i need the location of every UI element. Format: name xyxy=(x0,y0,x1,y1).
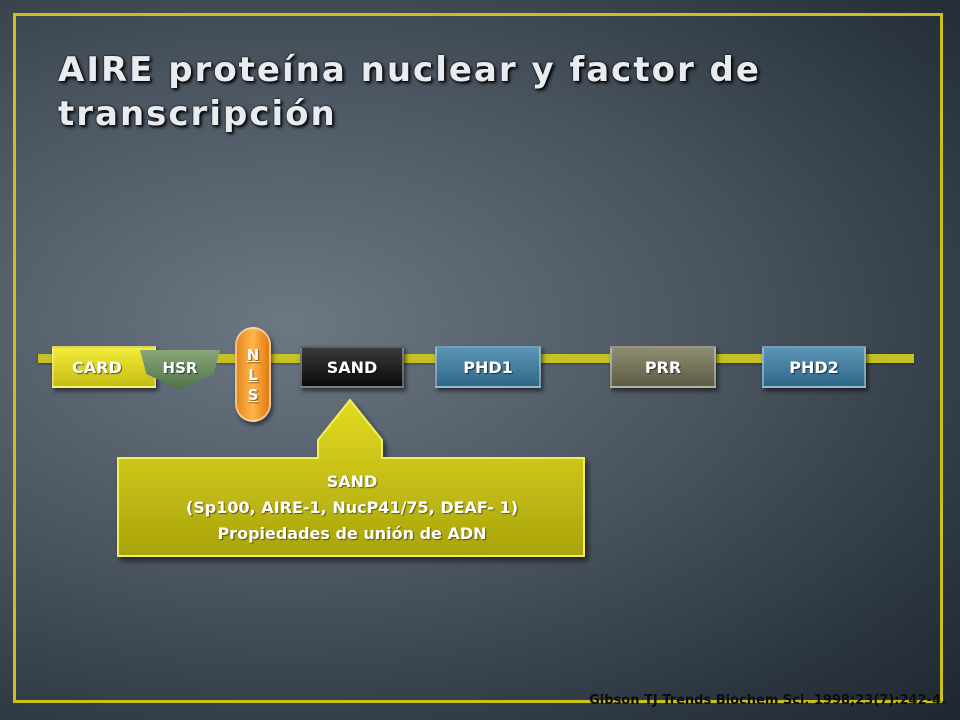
sand-callout-function: Propiedades de unión de ADN xyxy=(217,524,487,543)
slide-title: AIRE proteína nuclear y factor de transc… xyxy=(58,50,761,134)
slide-frame xyxy=(13,13,943,703)
nls-letter-n: N xyxy=(246,345,260,364)
domain-phd2: PHD2 xyxy=(762,346,866,388)
domain-sand: SAND xyxy=(300,346,404,388)
sand-callout-heading: SAND xyxy=(326,472,378,491)
domain-card: CARD xyxy=(52,346,156,388)
domain-nls: N L S xyxy=(235,327,271,422)
domain-prr: PRR xyxy=(610,346,716,388)
citation: Gibson TJ Trends Biochem Sci. 1998;23(7)… xyxy=(589,693,946,708)
sand-callout-proteins: (Sp100, AIRE-1, NucP41/75, DEAF- 1) xyxy=(185,498,519,517)
sand-callout: SAND (Sp100, AIRE-1, NucP41/75, DEAF- 1)… xyxy=(122,463,582,553)
nls-letter-s: S xyxy=(247,385,259,404)
nls-letter-l: L xyxy=(248,365,258,384)
domain-phd1: PHD1 xyxy=(435,346,541,388)
